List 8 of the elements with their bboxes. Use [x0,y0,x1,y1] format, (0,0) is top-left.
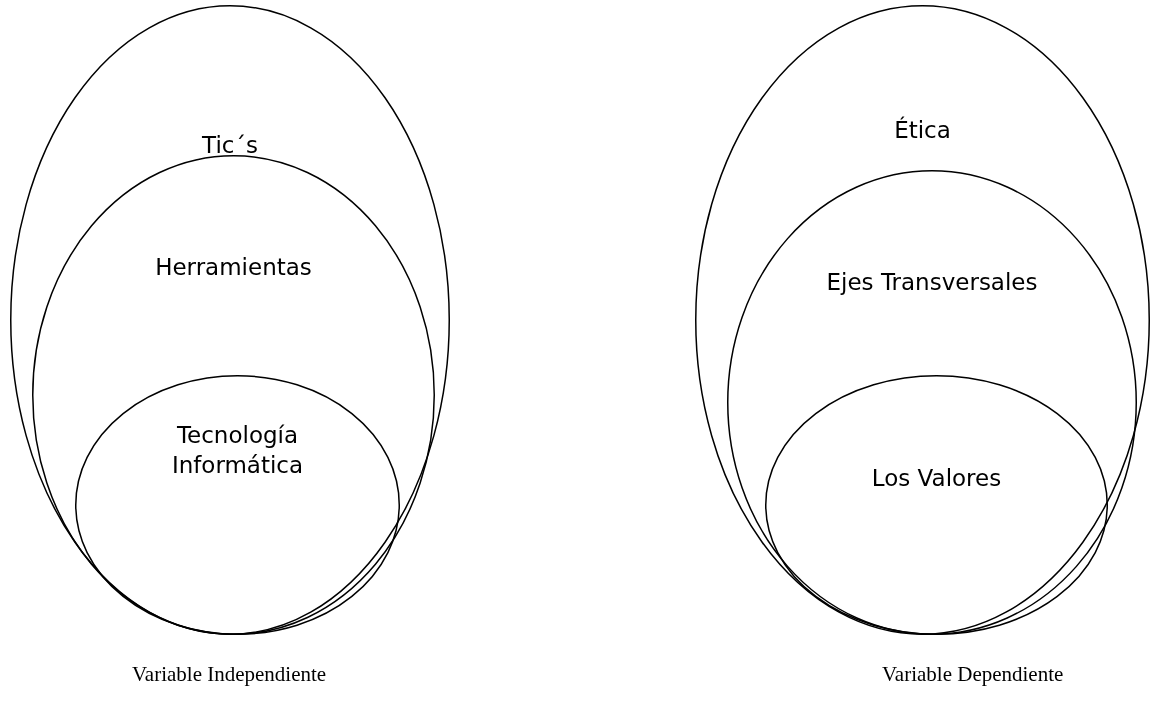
oval-label: Herramientas [155,253,312,282]
oval-label: Tecnología Informática [170,421,305,480]
oval-label: Ejes Transversales [826,268,1038,297]
oval-label: Tic´s [202,131,258,160]
caption-text: Variable Dependiente [882,662,1064,687]
caption-text: Variable Independiente [132,662,327,687]
oval-label: Ética [894,115,951,145]
oval-label: Los Valores [871,464,1002,493]
